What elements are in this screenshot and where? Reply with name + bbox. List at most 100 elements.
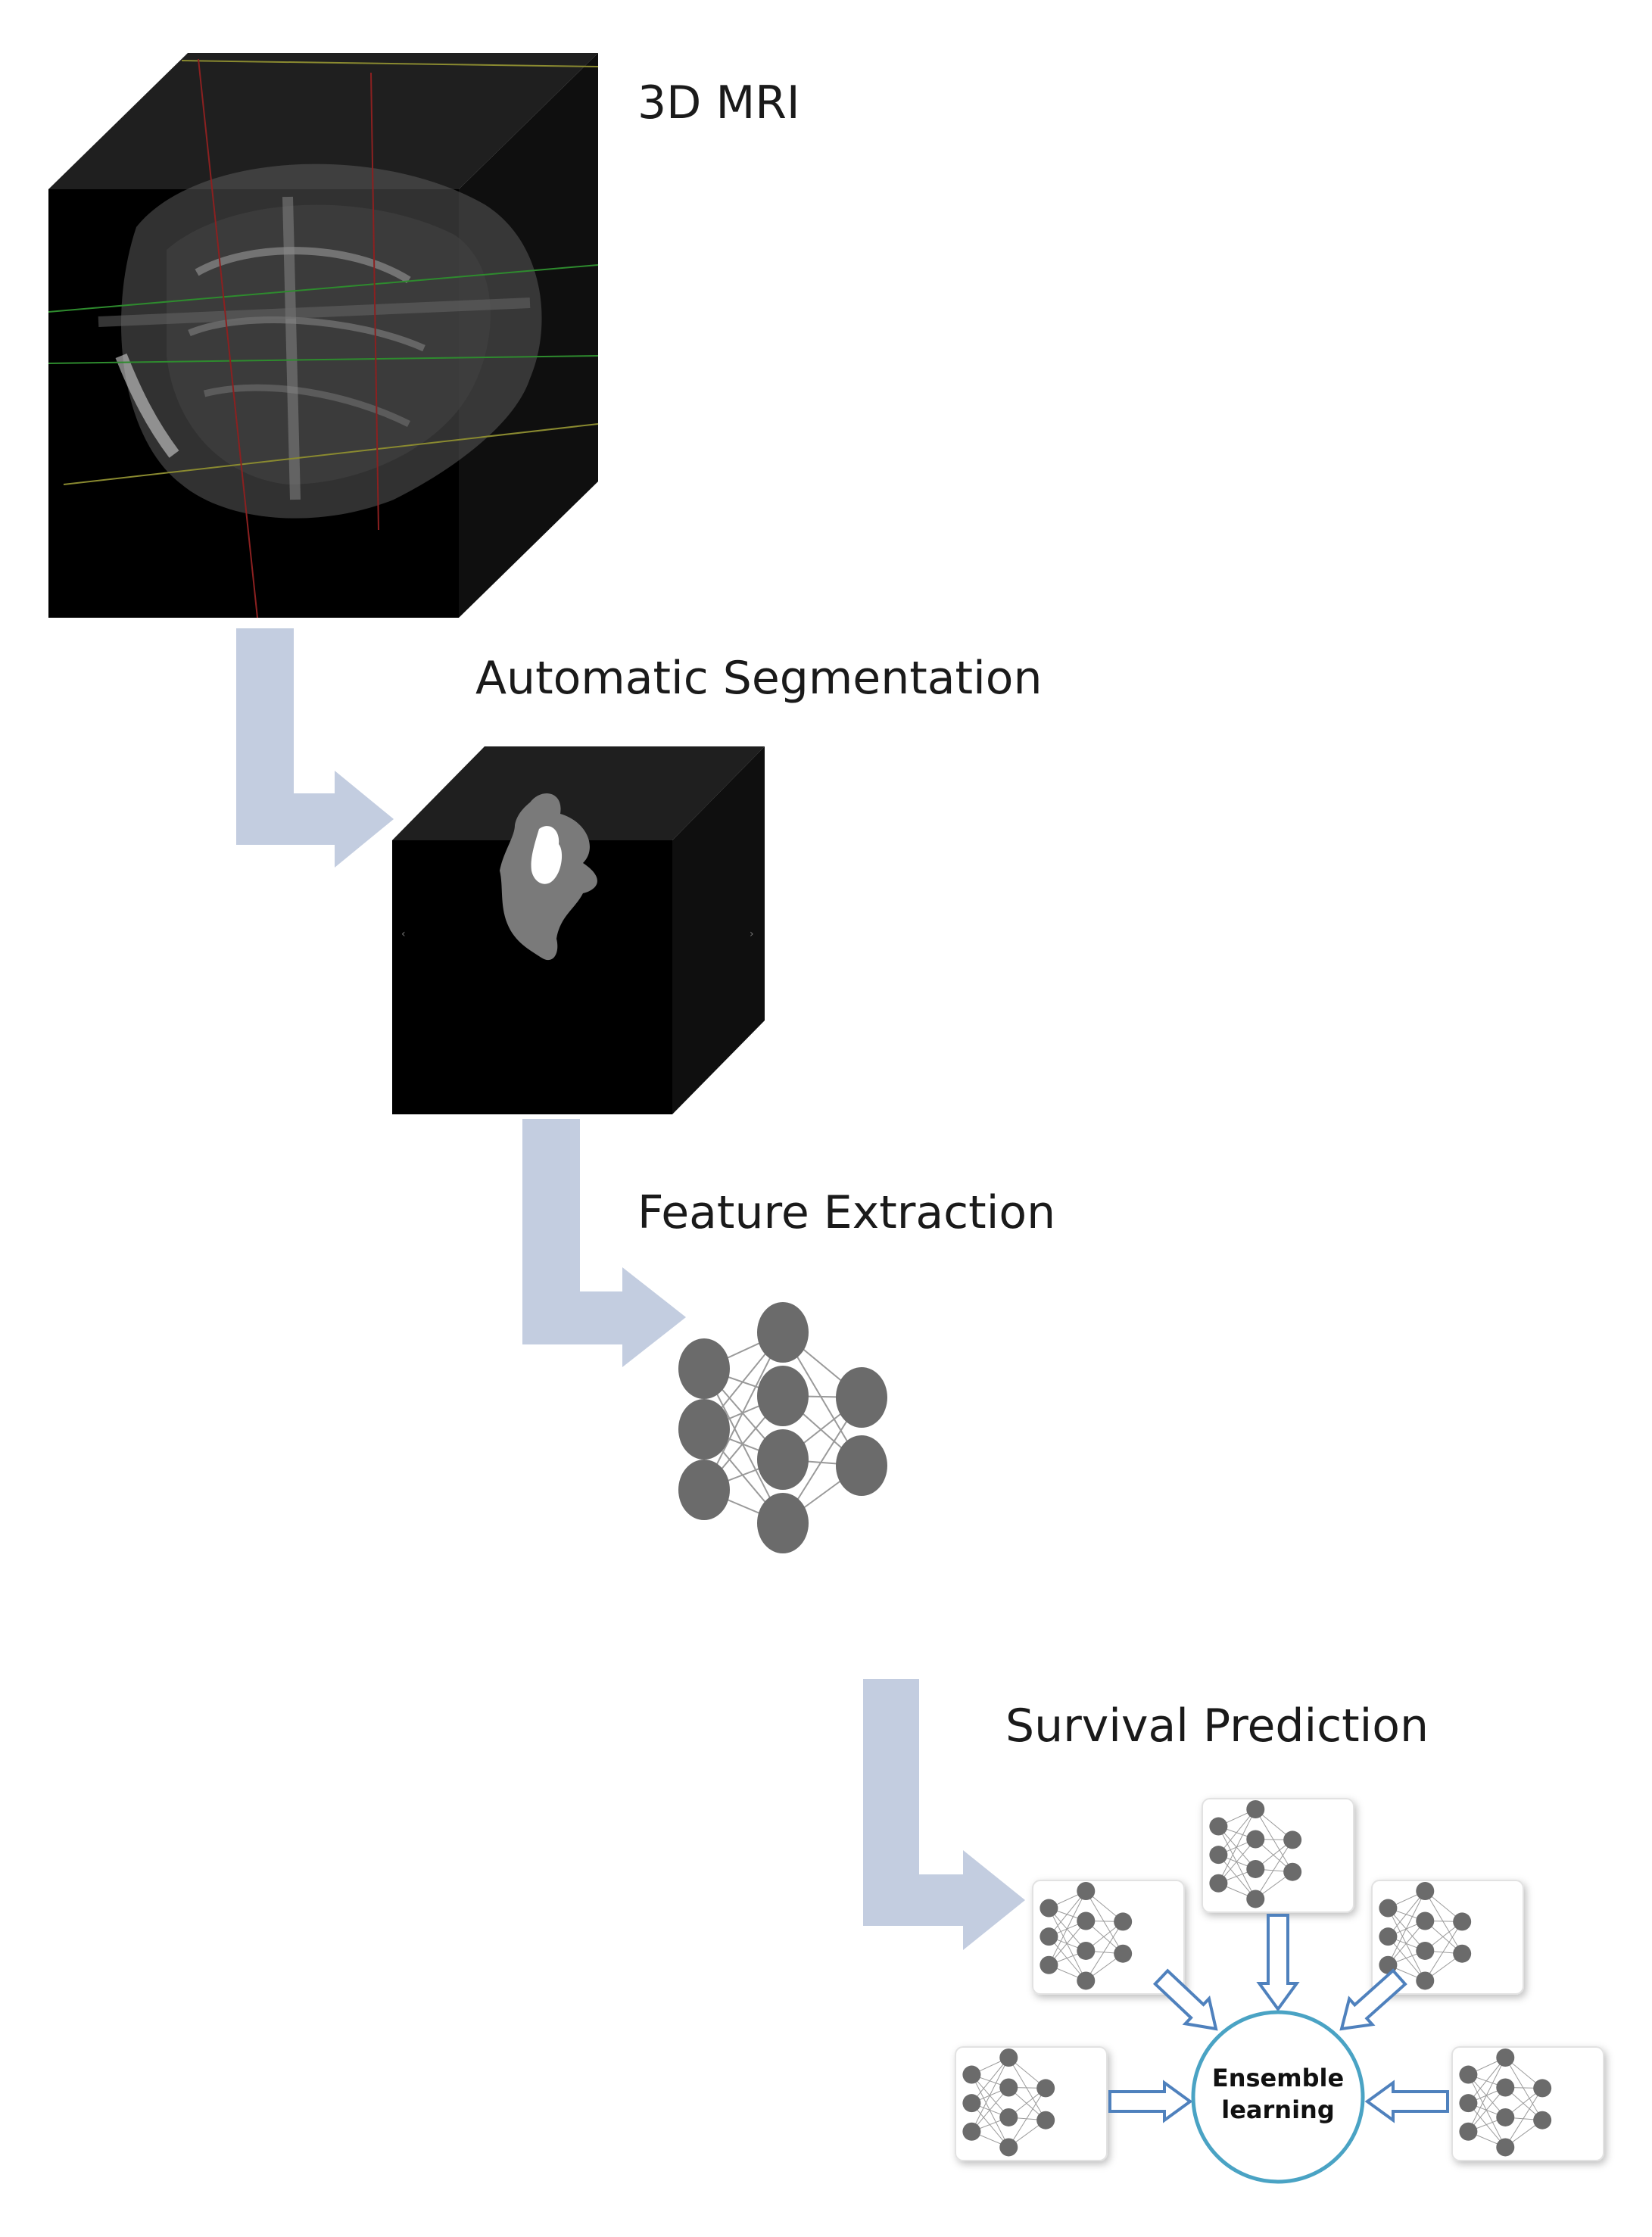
network-node bbox=[999, 2049, 1018, 2067]
network-node bbox=[1496, 2108, 1515, 2126]
segmentation-cube-icon: ‹ › bbox=[392, 746, 765, 1114]
network-node bbox=[962, 2065, 981, 2084]
network-edge bbox=[1468, 2057, 1506, 2104]
network-node bbox=[836, 1435, 887, 1496]
ensemble-network-icon bbox=[955, 1798, 1604, 2161]
network-edge bbox=[1467, 2057, 1506, 2132]
network-node bbox=[1416, 1941, 1435, 1960]
ensemble-arrow-icon bbox=[1364, 2080, 1449, 2123]
network-edge bbox=[1504, 2057, 1543, 2120]
network-edge bbox=[1387, 1908, 1426, 1981]
network-node bbox=[757, 1493, 809, 1553]
network-node bbox=[1077, 1941, 1096, 1960]
network-node bbox=[1533, 2111, 1552, 2130]
brain-scan bbox=[98, 164, 542, 519]
network-node bbox=[1459, 2094, 1478, 2113]
model-card-frame bbox=[955, 2046, 1108, 2161]
network-node bbox=[1040, 1955, 1058, 1974]
network-edge bbox=[1049, 1921, 1086, 1966]
ensemble-circle bbox=[1191, 2010, 1365, 2184]
mini-network-icon bbox=[1209, 1800, 1302, 1908]
network-edge bbox=[1388, 1890, 1426, 1937]
network-edge bbox=[971, 2102, 1009, 2148]
network-node bbox=[1496, 2049, 1515, 2067]
network-node bbox=[836, 1367, 887, 1428]
network-edge bbox=[1424, 1890, 1463, 1954]
network-edge bbox=[1255, 1840, 1293, 1899]
network-node bbox=[1246, 1830, 1265, 1849]
network-edge bbox=[1424, 1921, 1463, 1981]
network-node bbox=[1036, 2111, 1055, 2130]
network-node bbox=[1246, 1800, 1265, 1818]
ensemble-arrow-icon bbox=[1256, 1914, 1300, 2012]
network-edge bbox=[971, 2074, 1009, 2118]
network-node bbox=[678, 1399, 730, 1460]
network-node bbox=[1114, 1944, 1133, 1963]
network-node bbox=[678, 1460, 730, 1520]
step-label-segmentation: Automatic Segmentation bbox=[475, 652, 1043, 705]
network-node bbox=[1416, 1971, 1435, 1990]
network-node bbox=[1040, 1927, 1058, 1946]
ensemble-model-card bbox=[1202, 1798, 1354, 1913]
ensemble-arrow-icon bbox=[1339, 1968, 1407, 2031]
network-node bbox=[1453, 1944, 1472, 1963]
network-edge bbox=[971, 2074, 1009, 2148]
network-edge bbox=[1218, 1854, 1256, 1899]
network-edge bbox=[1217, 1826, 1256, 1899]
network-node bbox=[1459, 2122, 1478, 2141]
network-node bbox=[962, 2094, 981, 2113]
network-edge bbox=[1049, 1908, 1086, 1952]
network-node bbox=[1283, 1830, 1302, 1849]
network-edge bbox=[1008, 2088, 1046, 2148]
mini-network-icon bbox=[1459, 2049, 1552, 2157]
model-card-frame bbox=[1451, 2046, 1604, 2161]
tumor-mask bbox=[500, 793, 597, 961]
network-node bbox=[1077, 1882, 1096, 1900]
mini-network-icon bbox=[1040, 1882, 1133, 1990]
network-edge bbox=[1388, 1908, 1426, 1952]
network-node bbox=[1040, 1899, 1058, 1918]
svg-text:›: › bbox=[750, 928, 754, 940]
network-node bbox=[999, 2138, 1018, 2157]
network-edge bbox=[1468, 2087, 1506, 2133]
network-node bbox=[1209, 1846, 1228, 1865]
ensemble-model-card bbox=[1371, 1880, 1524, 1995]
network-edge bbox=[1048, 1890, 1086, 1965]
ensemble-learning-node: Ensemble learning bbox=[1191, 2010, 1365, 2184]
network-node bbox=[1379, 1927, 1398, 1946]
model-card-frame bbox=[1202, 1798, 1354, 1913]
network-edge bbox=[1048, 1908, 1086, 1981]
network-edge bbox=[1217, 1809, 1256, 1883]
step-label-feature-extraction: Feature Extraction bbox=[637, 1186, 1056, 1239]
network-edge bbox=[971, 2087, 1009, 2133]
network-edge bbox=[1085, 1890, 1124, 1954]
network-node bbox=[1077, 1971, 1096, 1990]
network-node bbox=[757, 1429, 809, 1490]
ensemble-arrow-icon bbox=[1108, 2080, 1193, 2123]
network-node bbox=[999, 2078, 1018, 2097]
network-node bbox=[1379, 1899, 1398, 1918]
ensemble-model-card bbox=[1032, 1880, 1185, 1995]
step-label-mri: 3D MRI bbox=[637, 76, 800, 129]
step-label-survival-prediction: Survival Prediction bbox=[1005, 1700, 1429, 1753]
network-node bbox=[1283, 1862, 1302, 1881]
seg-cube-top bbox=[392, 746, 765, 840]
network-edge bbox=[1467, 2074, 1506, 2148]
network-node bbox=[1533, 2079, 1552, 2098]
network-edge bbox=[1049, 1890, 1086, 1937]
ensemble-model-card bbox=[1451, 2046, 1604, 2161]
network-node bbox=[678, 1338, 730, 1399]
ensemble-arrow-icon bbox=[1152, 1968, 1218, 2031]
ensemble-label-line2: learning bbox=[1221, 2095, 1334, 2124]
network-edge bbox=[1008, 2057, 1046, 2120]
network-edge bbox=[1085, 1921, 1124, 1981]
network-node bbox=[1459, 2065, 1478, 2084]
network-edge bbox=[971, 2057, 1009, 2132]
network-edge bbox=[1504, 2088, 1543, 2148]
mini-network-icon bbox=[1379, 1882, 1472, 1990]
network-edge bbox=[971, 2057, 1009, 2104]
network-node bbox=[1036, 2079, 1055, 2098]
network-node bbox=[1246, 1859, 1265, 1878]
